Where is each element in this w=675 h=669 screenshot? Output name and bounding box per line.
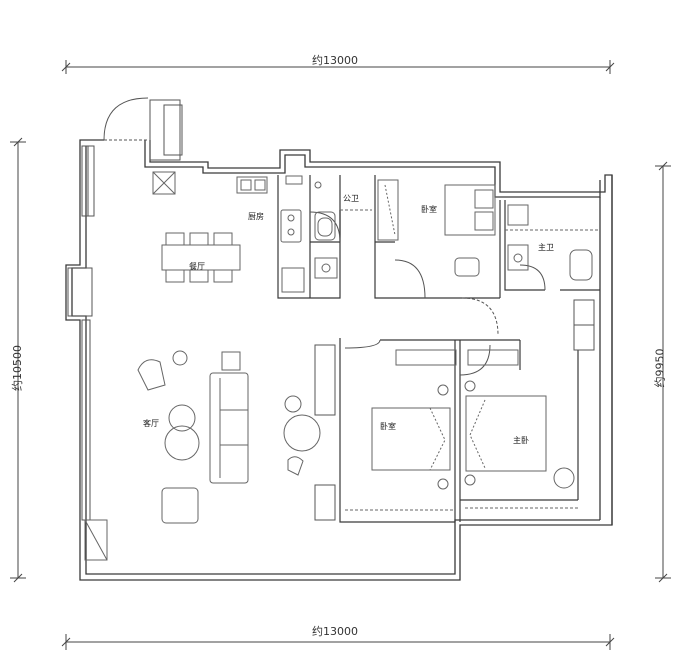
master-bath-fixtures xyxy=(505,204,600,281)
dimension-line-left xyxy=(10,137,26,583)
room-label-kitchen: 厨房 xyxy=(248,212,264,221)
living-room-furniture xyxy=(84,350,321,561)
room-label-living: 客厅 xyxy=(143,419,159,428)
room-label-bedroom-south: 卧室 xyxy=(380,422,396,431)
north-bedroom-furniture xyxy=(377,179,496,277)
kitchen-fixtures xyxy=(152,171,305,293)
room-label-master-bedroom: 主卧 xyxy=(513,436,529,445)
dimension-line-top xyxy=(61,60,615,74)
interior-walls xyxy=(277,175,600,523)
dimension-label-right: 约9950 xyxy=(653,348,667,388)
room-label-master-bath: 主卫 xyxy=(538,243,554,252)
dimension-line-right xyxy=(655,161,671,583)
room-label-dining: 餐厅 xyxy=(189,262,205,271)
public-bath-fixtures xyxy=(314,181,372,279)
dimension-line-bottom xyxy=(61,634,615,650)
dining-table xyxy=(161,232,241,283)
dimension-label-bottom: 约13000 xyxy=(312,625,358,638)
master-bedroom-furniture xyxy=(464,349,578,509)
entrance-door-swing xyxy=(103,97,149,141)
room-label-public-bath: 公卫 xyxy=(343,194,359,203)
windows xyxy=(67,99,595,521)
dimension-label-left: 约10500 xyxy=(11,345,24,391)
dimension-label-top: 约13000 xyxy=(312,54,358,67)
south-bedroom-furniture xyxy=(345,349,457,511)
room-label-bedroom-north: 卧室 xyxy=(421,205,437,214)
